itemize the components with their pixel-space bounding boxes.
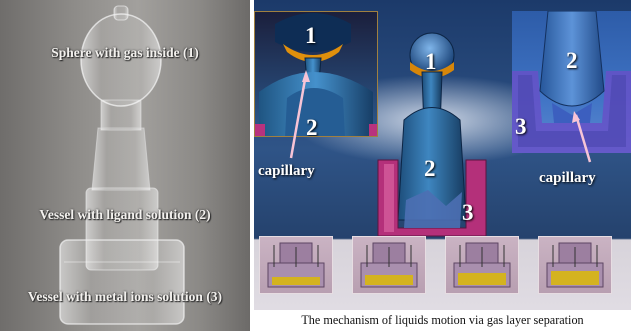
center-label-3: 3 [462, 201, 474, 224]
motion-frame-3 [445, 236, 519, 294]
motion-frame-2 [352, 236, 426, 294]
center-label-1: 1 [425, 50, 437, 73]
ligand-vessel-label: Vessel with ligand solution (2) [25, 207, 225, 223]
mechanism-illustration: 1 2 2 3 capillary capillary 1 2 3 [254, 0, 631, 331]
right-detail-drawing [512, 11, 631, 153]
left-capillary-label: capillary [258, 163, 315, 179]
sphere-label: Sphere with gas inside (1) [25, 45, 225, 61]
figure-caption: The mechanism of liquids motion via gas … [254, 310, 631, 331]
capillary-detail-left: 1 2 [254, 11, 378, 137]
right-label-3: 3 [515, 115, 527, 138]
center-label-2: 2 [424, 157, 436, 180]
motion-frame-4 [538, 236, 612, 294]
right-label-2: 2 [566, 49, 578, 72]
apparatus-photo: Sphere with gas inside (1) Vessel with l… [0, 0, 250, 331]
right-capillary-label: capillary [539, 170, 596, 186]
left-label-2: 2 [306, 116, 318, 137]
metal-vessel-label: Vessel with metal ions solution (3) [25, 289, 225, 305]
capillary-detail-right: 2 3 [512, 11, 631, 153]
motion-frame-1 [259, 236, 333, 294]
left-label-1: 1 [305, 24, 317, 47]
